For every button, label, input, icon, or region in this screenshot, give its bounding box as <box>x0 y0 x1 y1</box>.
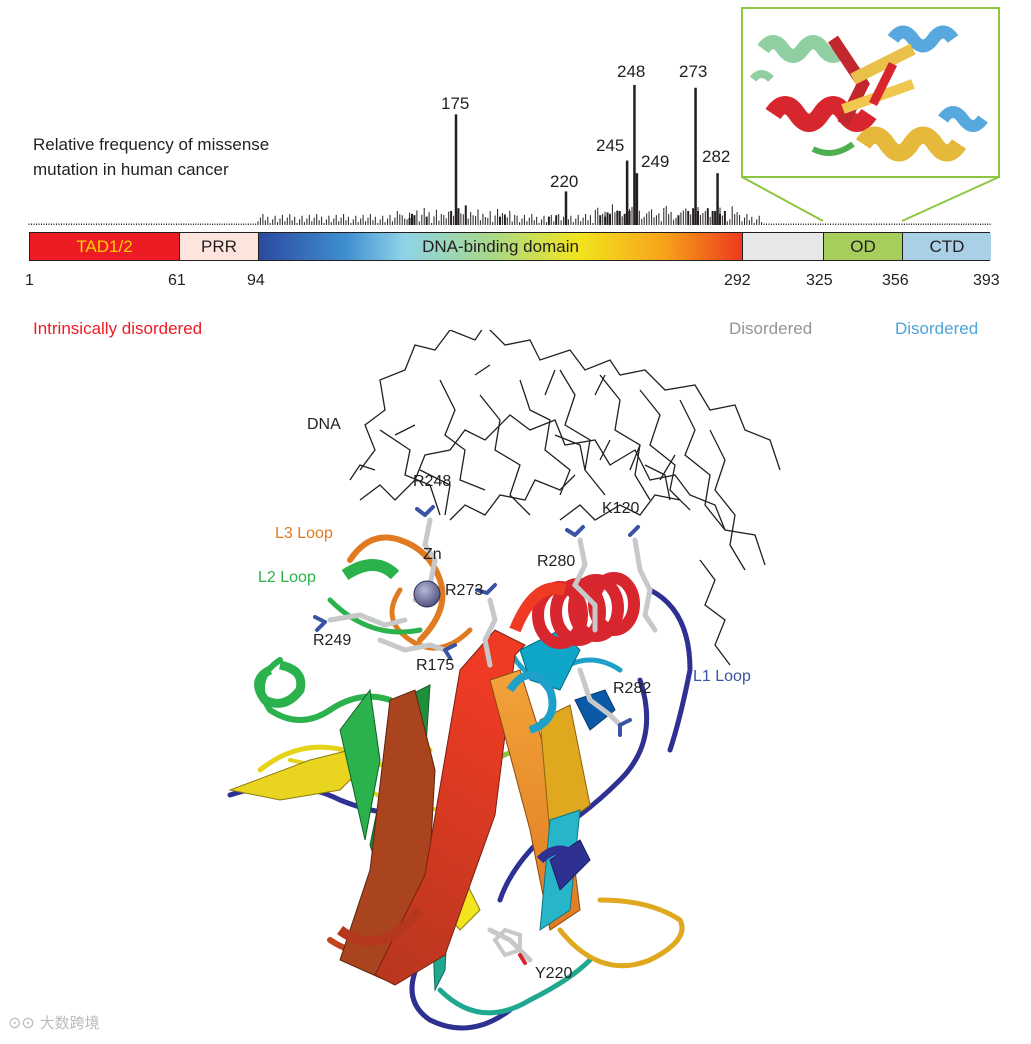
domain-dna-binding-domain: DNA-binding domain <box>259 233 743 260</box>
domain-label: OD <box>850 237 876 257</box>
domain-label: PRR <box>201 237 237 257</box>
r280-label: R280 <box>537 553 575 571</box>
watermark: ⊙⊙ 大数跨境 <box>8 1012 100 1033</box>
dna-binding-domain-structure <box>0 330 1031 1044</box>
tick-61: 61 <box>168 272 186 290</box>
inset-connector <box>0 0 1031 232</box>
tick-1: 1 <box>25 272 34 290</box>
tick-393: 393 <box>973 272 1000 290</box>
r175-label: R175 <box>416 657 454 675</box>
l3-loop-label: L3 Loop <box>275 525 333 543</box>
domain-od: OD <box>824 233 903 260</box>
l2-loop-label: L2 Loop <box>258 569 316 587</box>
tick-292: 292 <box>724 272 751 290</box>
tick-325: 325 <box>806 272 833 290</box>
r249-label: R249 <box>313 632 351 650</box>
watermark-logo-icon: ⊙⊙ <box>8 1013 35 1032</box>
watermark-text: 大数跨境 <box>40 1014 100 1032</box>
r273-label: R273 <box>445 582 483 600</box>
domain-bar: TAD1/2 PRR DNA-binding domain OD CTD <box>29 232 990 261</box>
domain-ctd: CTD <box>903 233 991 260</box>
r282-label: R282 <box>613 680 651 698</box>
domain-label: CTD <box>930 237 965 257</box>
domain-tad1-2: TAD1/2 <box>30 233 180 260</box>
r248-label: R248 <box>413 473 451 491</box>
tick-94: 94 <box>247 272 265 290</box>
domain-prr: PRR <box>180 233 259 260</box>
y220-label: Y220 <box>535 965 572 983</box>
domain-label: DNA-binding domain <box>422 237 579 257</box>
dna-stick-model <box>350 330 780 665</box>
zinc-ion <box>414 581 440 607</box>
zn-label: Zn <box>423 546 442 564</box>
beta-strands <box>230 630 615 990</box>
l1-loop-label: L1 Loop <box>693 668 751 686</box>
domain-linker <box>743 233 824 260</box>
domain-label: TAD1/2 <box>76 237 132 257</box>
tick-356: 356 <box>882 272 909 290</box>
dna-label: DNA <box>307 416 341 434</box>
k120-label: K120 <box>602 500 639 518</box>
